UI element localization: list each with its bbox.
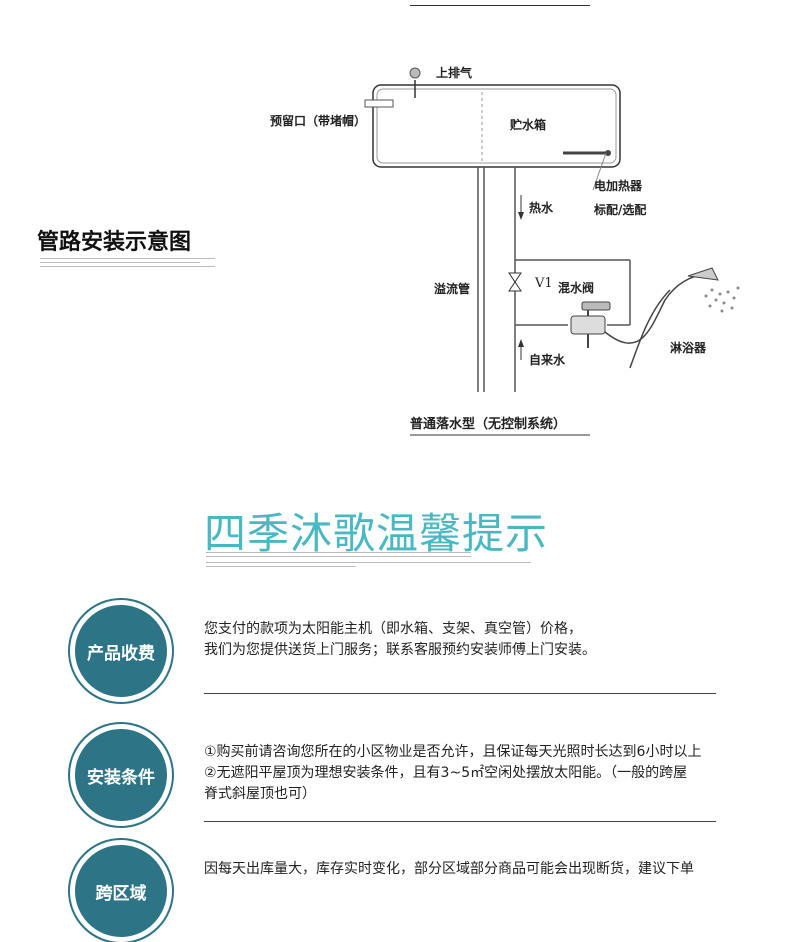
top-rule bbox=[410, 5, 590, 6]
label-mixing-valve: 混水阀 bbox=[558, 281, 595, 295]
diagram-title: 管路安装示意图 bbox=[37, 230, 192, 255]
tip-2-line-3: 脊式斜屋顶也可） bbox=[204, 786, 316, 802]
plumbing-diagram bbox=[364, 67, 740, 436]
tip-2-line-1: ①购买前请咨询您所在的小区物业是否允许，且保证每天光照时长达到6小时以上 bbox=[204, 744, 702, 760]
tip-2-line-2: ②无遮阳平屋顶为理想安装条件，且有3~5㎡空闲处摆放太阳能。（一般的跨屋 bbox=[204, 765, 688, 781]
valve-v1-shape bbox=[508, 272, 522, 283]
badge-install-conditions: 安装条件 bbox=[70, 724, 172, 826]
label-water-tank: 贮水箱 bbox=[510, 118, 547, 132]
label-system-type: 普通落水型（无控制系统） bbox=[410, 417, 567, 432]
label-hot-water: 热水 bbox=[529, 201, 554, 215]
badge-product-fee: 产品收费 bbox=[70, 600, 172, 702]
shower-hose bbox=[604, 273, 709, 344]
label-valve-v1: V1 bbox=[535, 276, 553, 291]
tip-2-divider bbox=[204, 821, 716, 822]
label-shower: 淋浴器 bbox=[670, 341, 707, 355]
label-standard-optional: 标配/选配 bbox=[594, 203, 647, 217]
tips-title: 四季沐歌温馨提示 bbox=[204, 509, 549, 558]
tip-1-divider bbox=[204, 693, 716, 694]
tip-2-text: ①购买前请咨询您所在的小区物业是否允许，且保证每天光照时长达到6小时以上 ②无遮… bbox=[204, 742, 744, 805]
tip-1-text: 您支付的款项为太阳能主机（即水箱、支架、真空管）价格， 我们为您提供送货上门服务… bbox=[204, 619, 596, 661]
mixing-valve-shape bbox=[570, 315, 606, 335]
tip-3-text: 因每天出库量大，库存实时变化，部分区域部分商品可能会出现断货，建议下单 bbox=[204, 859, 694, 880]
water-tank-shape bbox=[372, 84, 621, 168]
vent-knob bbox=[409, 67, 421, 79]
tip-1-line-1: 您支付的款项为太阳能主机（即水箱、支架、真空管）价格， bbox=[204, 621, 582, 637]
label-tap-water: 自来水 bbox=[529, 353, 566, 367]
label-reserved-port: 预留口（带堵帽） bbox=[270, 114, 367, 128]
label-overflow-pipe: 溢流管 bbox=[434, 282, 471, 296]
reserved-port-shape bbox=[364, 99, 394, 108]
tip-3-line-1: 因每天出库量大，库存实时变化，部分区域部分商品可能会出现断货，建议下单 bbox=[204, 861, 694, 877]
label-electric-heater: 电加热器 bbox=[594, 179, 643, 193]
tip-1-line-2: 我们为您提供送货上门服务；联系客服预约安装师傅上门安装。 bbox=[204, 642, 596, 658]
badge-cross-region: 跨区域 bbox=[70, 840, 172, 942]
label-top-vent: 上排气 bbox=[436, 66, 473, 80]
shower-head bbox=[687, 267, 719, 281]
